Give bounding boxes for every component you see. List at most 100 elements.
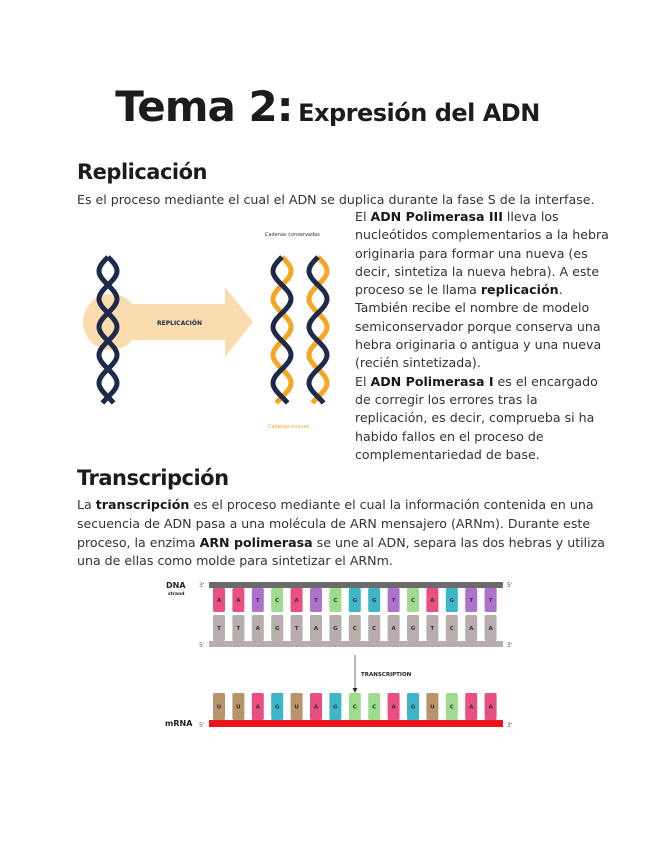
template-strand-nucleotide — [290, 615, 303, 641]
coding-strand-nucleotide — [465, 588, 478, 612]
coding-strand-base-letter: C — [411, 598, 415, 604]
mrna-nucleotide — [348, 693, 361, 720]
template-strand-base-letter: G — [411, 626, 416, 632]
template-strand-nucleotide — [251, 615, 264, 641]
paragraph-polimerasa-i: El ADN Polimerasa I es el encargado de c… — [355, 373, 610, 464]
end-label: 3' — [199, 582, 205, 589]
template-strand-nucleotide — [368, 615, 381, 641]
mrna-base-letter: U — [236, 705, 240, 711]
coding-strand-base-letter: C — [275, 598, 279, 604]
daughter-helix-2-strand-b — [306, 255, 330, 405]
mrna-base-letter: G — [275, 705, 280, 711]
coding-strand-base-letter: G — [353, 598, 358, 604]
template-strand-base-letter: A — [391, 626, 396, 632]
mrna-nucleotide — [445, 693, 458, 720]
heading-replicacion: Replicación — [77, 160, 208, 184]
replication-arrow — [115, 287, 253, 357]
template-strand-base-letter: C — [450, 626, 454, 632]
dna-sublabel: strand — [168, 591, 185, 597]
mrna-nucleotide — [329, 693, 342, 720]
template-strand-nucleotide — [426, 615, 439, 641]
mrna-nucleotide — [310, 693, 322, 720]
mrna-base-letter: C — [450, 705, 454, 711]
coding-strand-base-letter: A — [430, 598, 435, 604]
original-helix-strand-b — [96, 255, 120, 405]
text: es el proceso mediante el cual la inform… — [77, 497, 594, 550]
text: . También recibe el nombre de modelo sem… — [355, 282, 602, 371]
dna-template-backbone — [209, 641, 503, 647]
transcription-label: TRANSCRIPTION — [361, 672, 412, 678]
template-strand-nucleotide — [271, 615, 284, 641]
mrna-base-letter: G — [411, 705, 416, 711]
template-strand-base-letter: A — [469, 626, 474, 632]
mrna-base-letter: A — [391, 705, 396, 711]
mrna-nucleotide — [407, 693, 419, 720]
mrna-base-letter: U — [430, 705, 434, 711]
mrna-nucleotide — [251, 693, 264, 720]
mrna-base-letter: C — [353, 705, 357, 711]
coding-strand-nucleotide — [310, 588, 322, 612]
template-strand-base-letter: A — [256, 626, 261, 632]
mrna-base-letter: A — [488, 705, 493, 711]
coding-strand-base-letter: A — [217, 598, 222, 604]
template-strand-base-letter: G — [333, 626, 338, 632]
coding-strand-nucleotide — [484, 588, 497, 612]
coding-strand-base-letter: T — [469, 598, 473, 604]
mrna-nucleotide — [387, 693, 400, 720]
daughter-helix-2-strand-a — [306, 255, 330, 405]
transcripcion-body: La transcripción es el proceso mediante … — [77, 496, 617, 571]
helices — [96, 255, 330, 405]
bold-term: replicación — [480, 282, 559, 298]
coding-strand-nucleotide — [407, 588, 419, 612]
template-strand-nucleotide — [310, 615, 322, 641]
coding-strand-nucleotide — [368, 588, 381, 612]
label-new-strands: Cadenas nuevas — [268, 424, 310, 430]
mrna-nucleotide — [368, 693, 381, 720]
mrna-nucleotide — [426, 693, 439, 720]
dna-label: DNA — [166, 581, 186, 590]
replication-figure: REPLICACIÓN Cadenas conservadas Cadenas … — [83, 232, 330, 430]
template-strand-nucleotide — [445, 615, 458, 641]
transcription-diagram: DNA strand mRNA 3' 5' 5' 3' 5' 3' TRANSC… — [165, 581, 513, 729]
mrna-base-letter: U — [294, 705, 298, 711]
text: se une al ADN, separa las dos hebras y u… — [77, 534, 605, 569]
bold-term: ADN Polimerasa III — [370, 209, 503, 224]
mrna-nucleotide — [290, 693, 303, 720]
text: El — [355, 209, 371, 224]
mrna-backbone — [209, 720, 503, 727]
coding-strand-nucleotide — [232, 588, 245, 612]
mrna-nucleotide — [213, 693, 225, 720]
template-strand-base-letter: T — [295, 626, 299, 632]
template-strand-nucleotide — [465, 615, 478, 641]
template-strand-base-letter: A — [314, 626, 319, 632]
template-strand-base-letter: C — [353, 626, 357, 632]
replicacion-body: El ADN Polimerasa III lleva los nucleóti… — [355, 208, 610, 464]
bold-term: transcripción — [95, 497, 190, 512]
mrna-nucleotide — [465, 693, 478, 720]
template-strand-base-letter: G — [275, 626, 280, 632]
mrna-nucleotide — [232, 693, 245, 720]
coding-strand-nucleotide — [271, 588, 284, 612]
template-strand-base-letter: T — [217, 626, 221, 632]
coding-strand-base-letter: T — [392, 598, 396, 604]
text: es el encargado de corregir los errores … — [355, 373, 598, 462]
template-strand-nucleotide — [329, 615, 342, 641]
end-label: 5' — [199, 722, 205, 729]
mrna-nucleotide — [271, 693, 284, 720]
coding-strand-nucleotide — [290, 588, 303, 612]
template-strand-nucleotide — [348, 615, 361, 641]
coding-strand-base-letter: T — [314, 598, 318, 604]
text: La — [77, 497, 96, 512]
daughter-helix-1-strand-b — [270, 255, 294, 405]
mrna-base-letter: A — [314, 705, 319, 711]
text: lleva los nucleótidos complementarios a … — [355, 209, 609, 298]
title-sub: Expresión del ADN — [298, 99, 540, 127]
coding-strand-base-letter: G — [450, 598, 455, 604]
template-strand-nucleotide — [387, 615, 400, 641]
template-strand-nucleotide — [213, 615, 225, 641]
template-strand-base-letter: C — [372, 626, 376, 632]
coding-strand-base-letter: A — [294, 598, 299, 604]
template-strand-base-letter: A — [488, 626, 493, 632]
end-label: 5' — [199, 642, 205, 649]
end-label: 3' — [507, 642, 513, 649]
